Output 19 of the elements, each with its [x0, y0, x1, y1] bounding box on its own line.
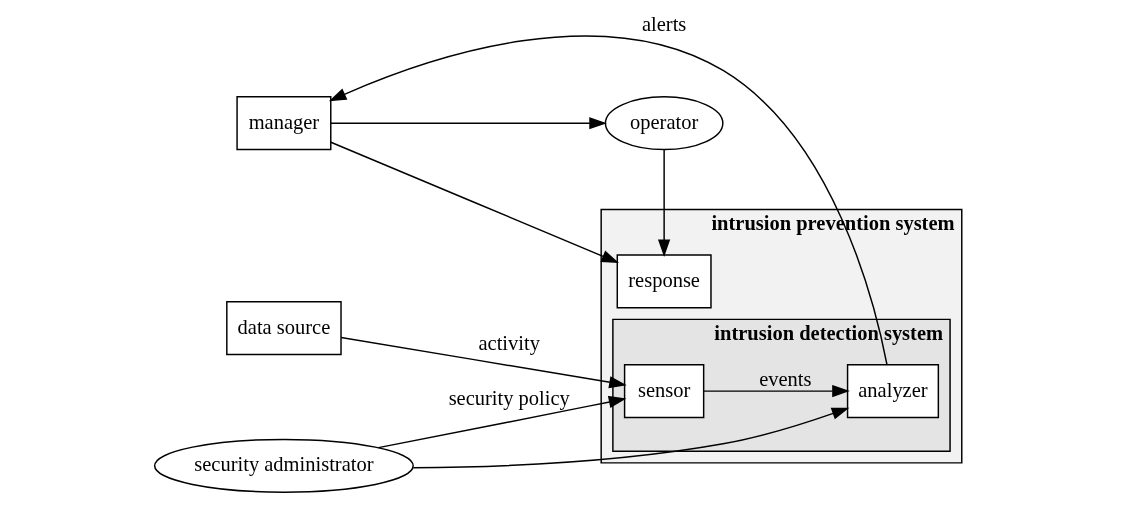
- edge-label: alerts: [641, 12, 686, 35]
- edge-label: events: [758, 367, 812, 390]
- edge-label: activity: [478, 331, 540, 354]
- node-box: sensor: [623, 363, 704, 418]
- node-box: analyzer: [846, 363, 939, 418]
- arrow: [412, 407, 849, 469]
- arrow: [702, 384, 850, 397]
- arrow: [339, 336, 627, 388]
- arrow: [329, 141, 619, 263]
- node-ellipse: security administrator: [153, 438, 414, 493]
- node-box: manager: [235, 95, 331, 150]
- node-box: data source: [225, 300, 342, 355]
- arrow: [657, 148, 670, 257]
- edge-label: security policy: [448, 386, 570, 409]
- arrow: [329, 116, 607, 129]
- arrow: [328, 34, 888, 365]
- node-box: response: [616, 253, 712, 308]
- node-ellipse: operator: [604, 95, 724, 150]
- arrow: [377, 395, 626, 448]
